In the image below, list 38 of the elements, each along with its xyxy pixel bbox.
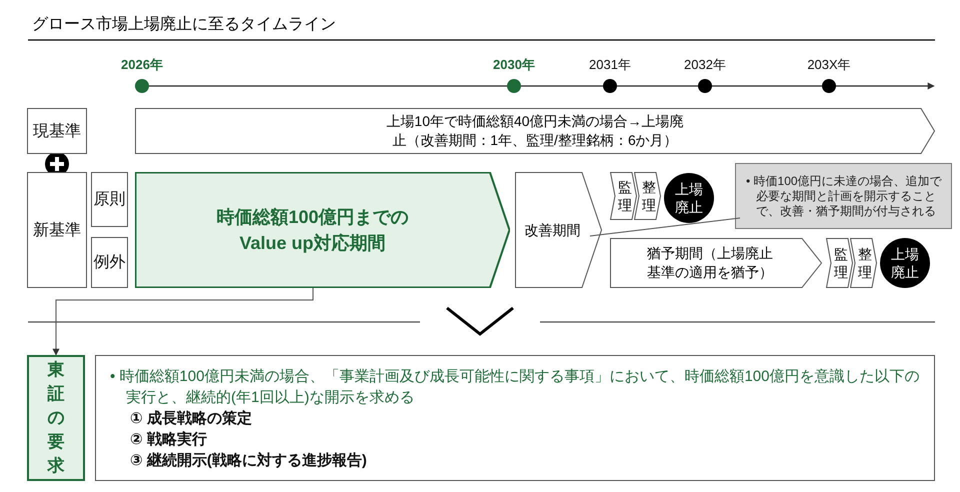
- requirement-box: 東証の要求: [27, 355, 85, 481]
- delisting-badge: 上場廃止: [664, 173, 714, 223]
- note-callout: [735, 163, 952, 229]
- period-label: 改善期間: [524, 220, 582, 240]
- year-label: 2031年: [588, 56, 632, 74]
- requirement-panel: [95, 355, 935, 481]
- stage-tag: [610, 172, 637, 220]
- criteria-box: 例外: [91, 237, 128, 288]
- period-banner: [610, 238, 822, 288]
- criteria-box: 現基準: [27, 108, 87, 154]
- leader-line: [590, 218, 740, 236]
- period-label: 上場10年で時価総額40億円未満の場合→上場廃止（改善期間：1年、監理/整理銘柄：6か月）: [385, 112, 685, 150]
- year-label: 203X年: [806, 56, 852, 74]
- stage-tag: [634, 172, 661, 220]
- period-banner: [135, 172, 510, 288]
- year-label: 2026年: [120, 56, 164, 74]
- stage-label: 整理: [857, 245, 873, 281]
- criteria-box: 原則: [91, 172, 128, 227]
- diagram-title: グロース市場上場廃止に至るタイムライン: [32, 14, 336, 35]
- delisting-badge: 上場廃止: [880, 238, 930, 288]
- note-text: • 時価100億円に未達の場合、追加で必要な期間と計画を開示することで、改善・猶予期間が付与される: [746, 174, 943, 218]
- requirement-item: ① 成長戦略の策定: [130, 409, 253, 429]
- stage-tag: [850, 238, 877, 288]
- requirement-item: ③ 継続開示(戦略に対する進捗報告): [130, 451, 368, 471]
- requirement-item: ② 戦略実行: [130, 430, 208, 450]
- stage-tag: [826, 238, 853, 288]
- stage-label: 整理: [641, 178, 657, 214]
- period-label: 時価総額100億円までのValue up対応期間: [215, 206, 410, 255]
- arrow: [52, 288, 314, 356]
- period-label: 猶予期間（上場廃止基準の適用を猶予）: [646, 244, 774, 282]
- stage-label: 監理: [617, 178, 633, 214]
- year-label: 2030年: [492, 56, 536, 74]
- period-banner: [515, 172, 602, 288]
- year-label: 2032年: [683, 56, 727, 74]
- stage-label: 監理: [833, 245, 849, 281]
- criteria-box: 新基準: [27, 172, 87, 288]
- rule-banner: [135, 108, 935, 154]
- requirement-text: • 時価総額100億円未満の場合、「事業計画及び成長可能性に関する事項」において、時価総額100億円を意識した以下の実行と、継続的(年1回以上)な開示を求める: [110, 367, 920, 408]
